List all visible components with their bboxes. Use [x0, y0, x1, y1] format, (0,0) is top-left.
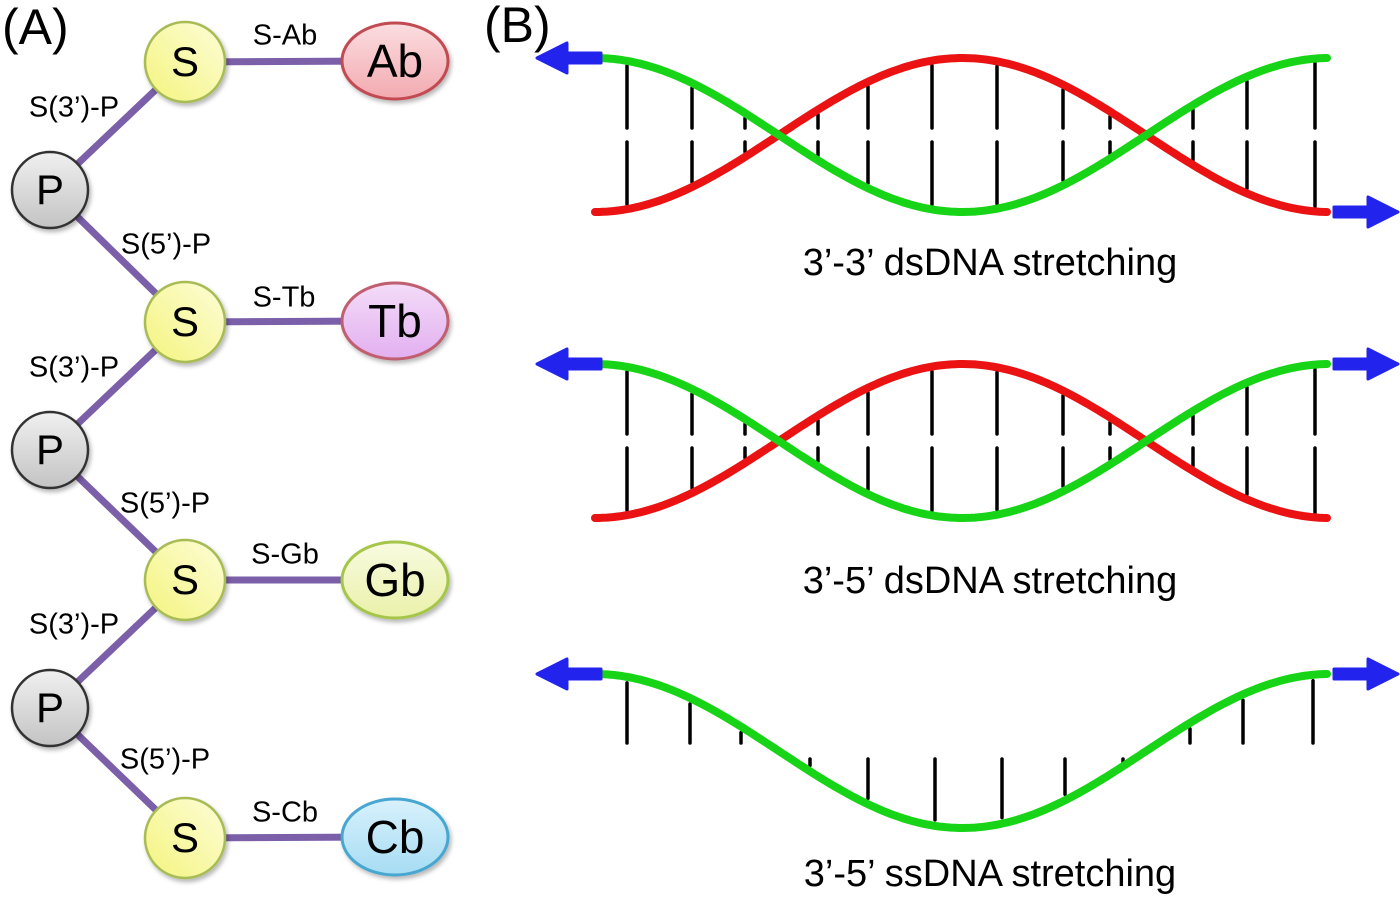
node-p1-shape: [10, 150, 90, 230]
bond-label-s-tb: S-Tb: [252, 281, 316, 314]
caption-ds35-stretching: 3’-5’ dsDNA stretching: [802, 560, 1178, 602]
strand-red-ds35: [591, 360, 1331, 522]
bond-label-s3p-3: S(3’)-P: [28, 608, 120, 641]
pull-arrow-right-ss35: [1332, 657, 1400, 691]
strand-green-ds35: [591, 360, 1331, 522]
pull-arrow-left-ds35: [535, 347, 603, 381]
bond-label-s5p-2: S(5’)-P: [119, 487, 211, 520]
node-label-gb: Gb: [364, 554, 426, 606]
panel-a-label: (A): [2, 0, 69, 55]
caption-ss35-stretching: 3’-5’ ssDNA stretching: [803, 853, 1177, 895]
caption-ds33-stretching: 3’-3’ dsDNA stretching: [802, 242, 1178, 284]
node-p3-shape: [10, 668, 90, 748]
node-s4-shape: [143, 796, 227, 880]
pull-arrow-right-ds33: [1332, 195, 1400, 229]
panel-b-label: (B): [484, 0, 551, 53]
node-label-p1: P: [35, 166, 65, 213]
bond-label-s5p-1: S(5’)-P: [120, 228, 212, 261]
node-cb-shape: [340, 797, 450, 877]
strand-green-ss35: [591, 670, 1331, 832]
bond-label-s5p-3: S(5’)-P: [119, 743, 211, 776]
strand-red-ds33: [591, 54, 1331, 216]
node-ab-shape: [340, 21, 450, 101]
node-label-s1: S: [170, 38, 200, 85]
node-label-s4: S: [170, 814, 200, 861]
bond-label-s-gb: S-Gb: [251, 538, 319, 571]
node-label-ab: Ab: [366, 35, 424, 87]
node-gb-shape: [340, 540, 450, 620]
node-s2-shape: [143, 280, 227, 364]
node-label-p3: P: [35, 684, 65, 731]
bond-label-s3p-2: S(3’)-P: [28, 351, 120, 384]
pull-arrow-left-ss35: [535, 657, 603, 691]
bond-label-s-ab: S-Ab: [252, 19, 318, 52]
node-s1-shape: [143, 20, 227, 104]
pull-arrow-right-ds35: [1332, 347, 1400, 381]
node-s3-shape: [143, 538, 227, 622]
node-label-s2: S: [170, 298, 200, 345]
node-p2-shape: [10, 410, 90, 490]
node-label-s3: S: [170, 556, 200, 603]
bond-label-s-cb: S-Cb: [251, 796, 319, 829]
bond-label-s3p-1: S(3’)-P: [28, 91, 120, 124]
node-label-p2: P: [35, 426, 65, 473]
strand-green-ds33: [591, 54, 1331, 216]
pull-arrow-left-ds33: [535, 41, 603, 75]
node-label-tb: Tb: [368, 295, 422, 347]
node-label-cb: Cb: [365, 811, 425, 863]
node-tb-shape: [340, 281, 450, 361]
